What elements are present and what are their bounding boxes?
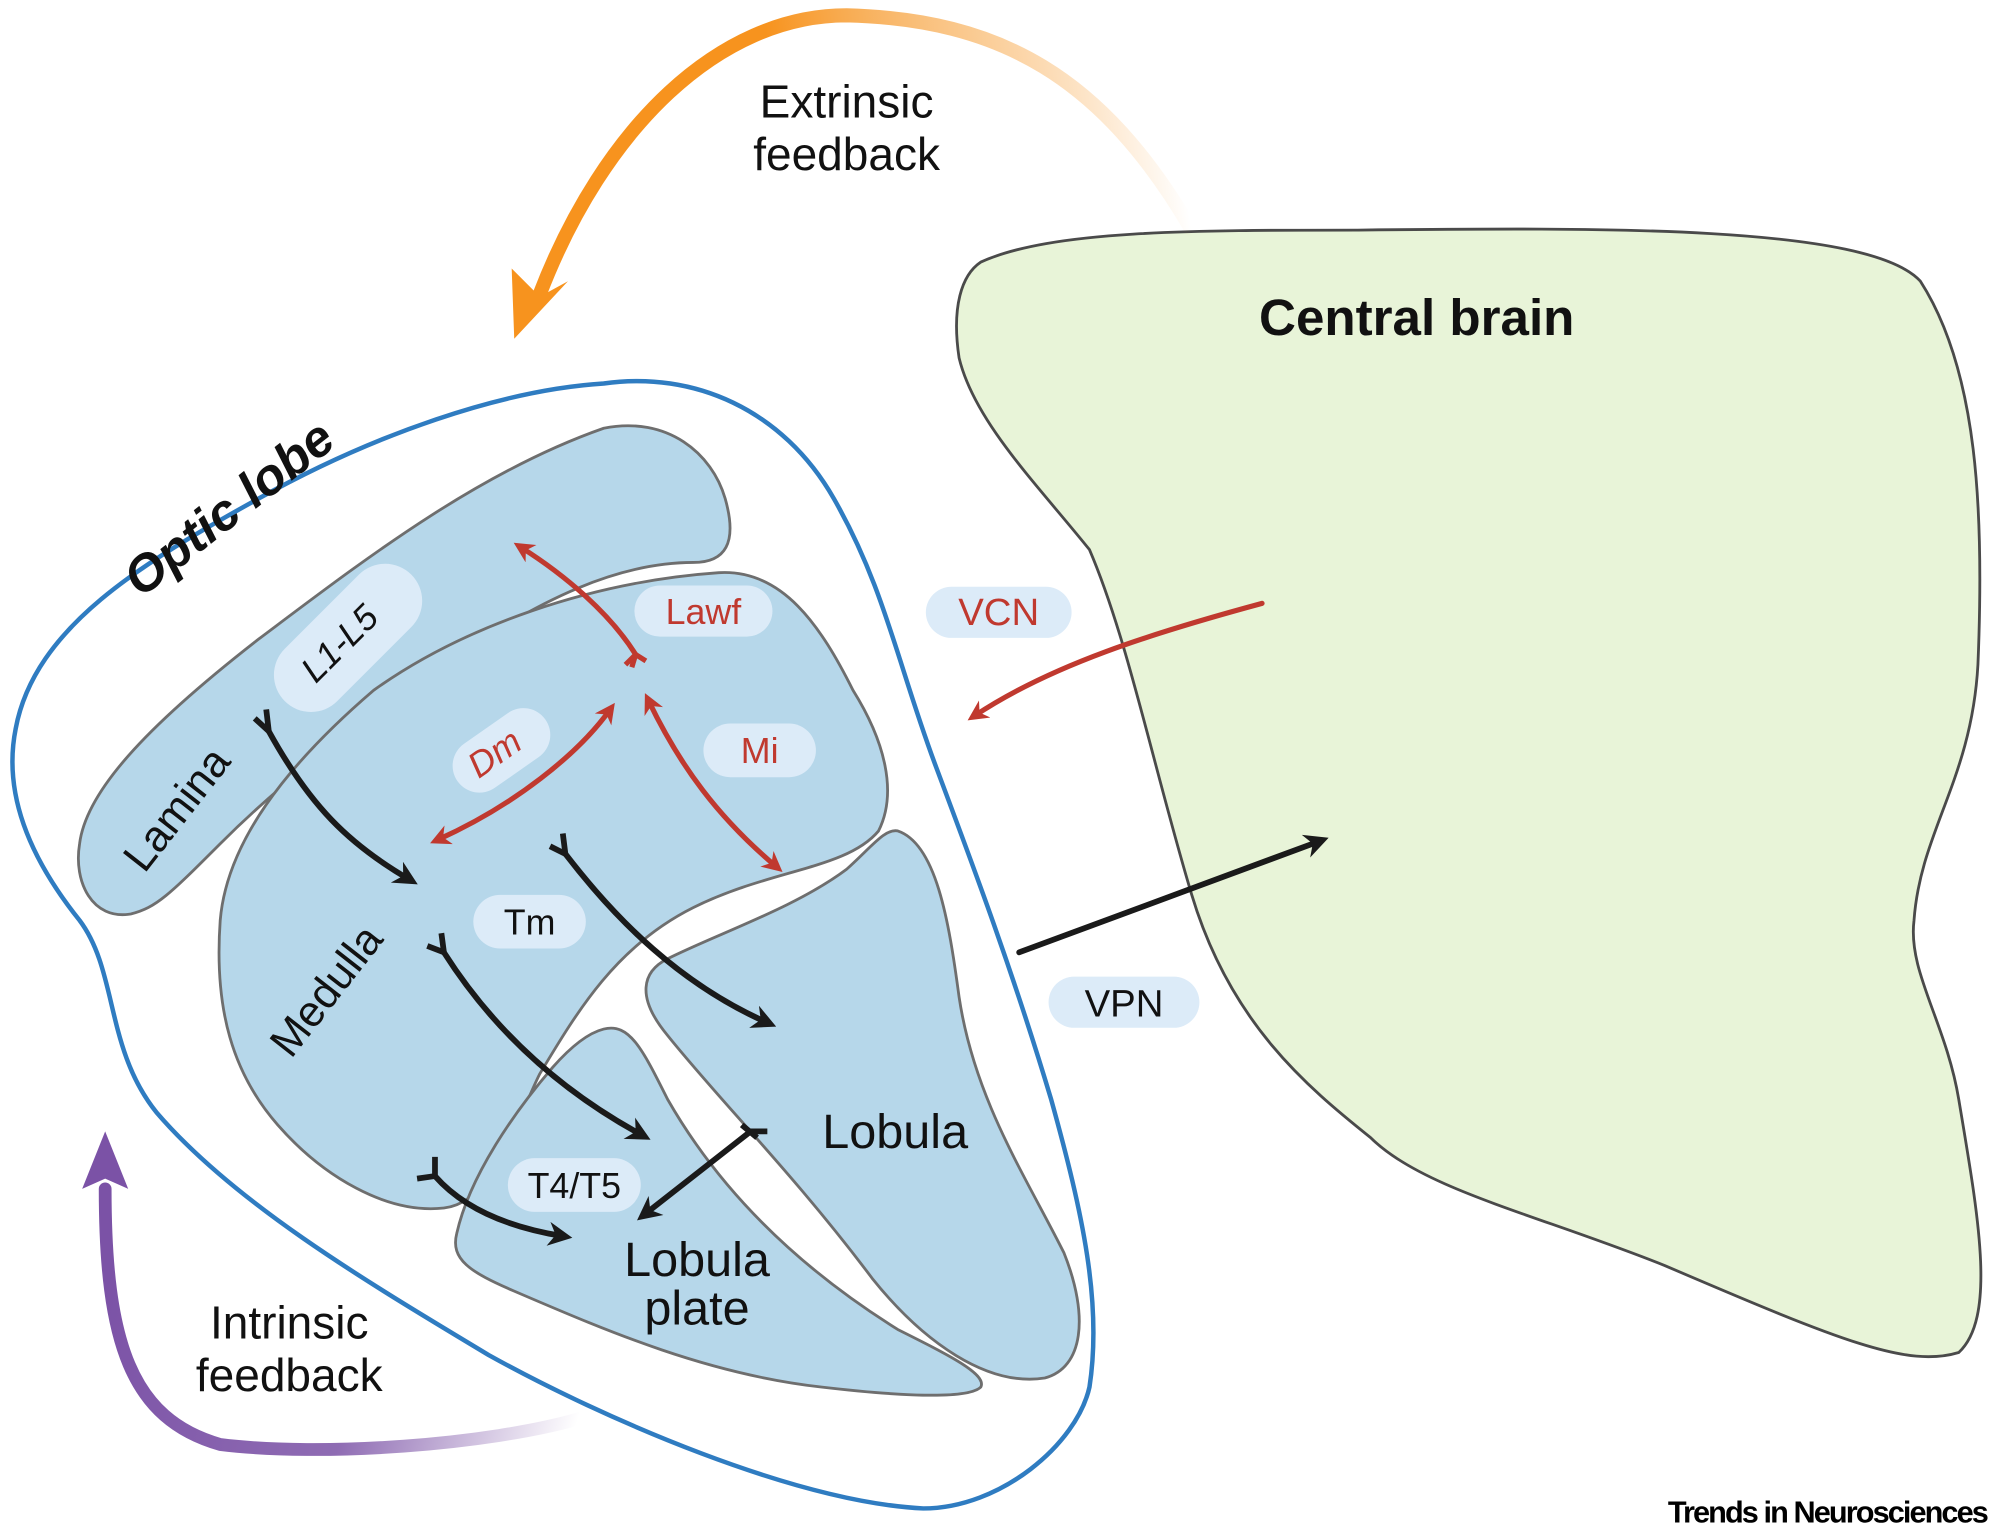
vcn-pill bbox=[925, 586, 1072, 638]
lobula-plate-region bbox=[454, 1026, 983, 1397]
journal-credit: Trends in Neurosciences bbox=[1668, 1494, 1988, 1529]
mi-pill bbox=[703, 723, 816, 778]
t4t5-label: T4/T5 bbox=[528, 1166, 621, 1206]
mi-arrow bbox=[644, 693, 783, 872]
extrinsic-feedback-arrow bbox=[532, 8, 1199, 302]
medulla-to-lobula-plate-arrow bbox=[441, 949, 651, 1140]
lobula-label: Lobula bbox=[822, 1105, 969, 1159]
lobula-plate-label-line1: Lobula bbox=[624, 1233, 771, 1287]
lobula-terminal-icon bbox=[739, 1122, 768, 1140]
extrinsic-feedback-label-line2: feedback bbox=[753, 128, 941, 180]
lobula-region bbox=[644, 829, 1081, 1381]
tm-terminal-icon bbox=[548, 833, 569, 859]
medulla-terminal-icon bbox=[426, 932, 448, 957]
t4t5-pill bbox=[507, 1158, 641, 1212]
lobula-plate-label-line2: plate bbox=[644, 1281, 749, 1335]
lawf-label: Lawf bbox=[666, 592, 742, 632]
lamina-to-medulla-arrow bbox=[265, 728, 418, 885]
lamina-terminal-icon bbox=[252, 709, 273, 739]
tm-label: Tm bbox=[504, 902, 556, 942]
l1-l5-pill bbox=[273, 563, 423, 713]
vcn-label: VCN bbox=[958, 591, 1039, 634]
intrinsic-feedback-label-line1: Intrinsic bbox=[210, 1296, 369, 1348]
intrinsic-feedback-arrow bbox=[98, 1182, 585, 1456]
lobula-to-lobula-plate-arrow bbox=[637, 1128, 754, 1221]
tm-arrow bbox=[562, 851, 777, 1028]
intrinsic-arrowhead-icon bbox=[82, 1131, 129, 1189]
dm-pill bbox=[452, 708, 551, 793]
lawf-arrow-to-lamina bbox=[513, 542, 639, 658]
vpn-arrow bbox=[1016, 834, 1329, 956]
extrinsic-feedback-label-line1: Extrinsic bbox=[760, 76, 934, 128]
central-brain-label: Central brain bbox=[1259, 289, 1574, 346]
vpn-label: VPN bbox=[1085, 982, 1164, 1025]
lawf-pill bbox=[634, 585, 773, 637]
mi-label: Mi bbox=[741, 731, 779, 771]
tm-pill bbox=[473, 894, 586, 949]
extrinsic-arrowhead-icon bbox=[511, 268, 568, 339]
t4t5-terminal-icon bbox=[416, 1156, 438, 1182]
lawf-terminal-icon bbox=[623, 651, 648, 669]
central-brain-region bbox=[955, 227, 1983, 1359]
t4t5-arrow bbox=[432, 1173, 573, 1246]
vcn-arrow bbox=[967, 600, 1265, 721]
intrinsic-feedback-label-line2: feedback bbox=[196, 1349, 384, 1401]
dm-arrow bbox=[430, 702, 615, 845]
vpn-pill bbox=[1048, 976, 1200, 1028]
